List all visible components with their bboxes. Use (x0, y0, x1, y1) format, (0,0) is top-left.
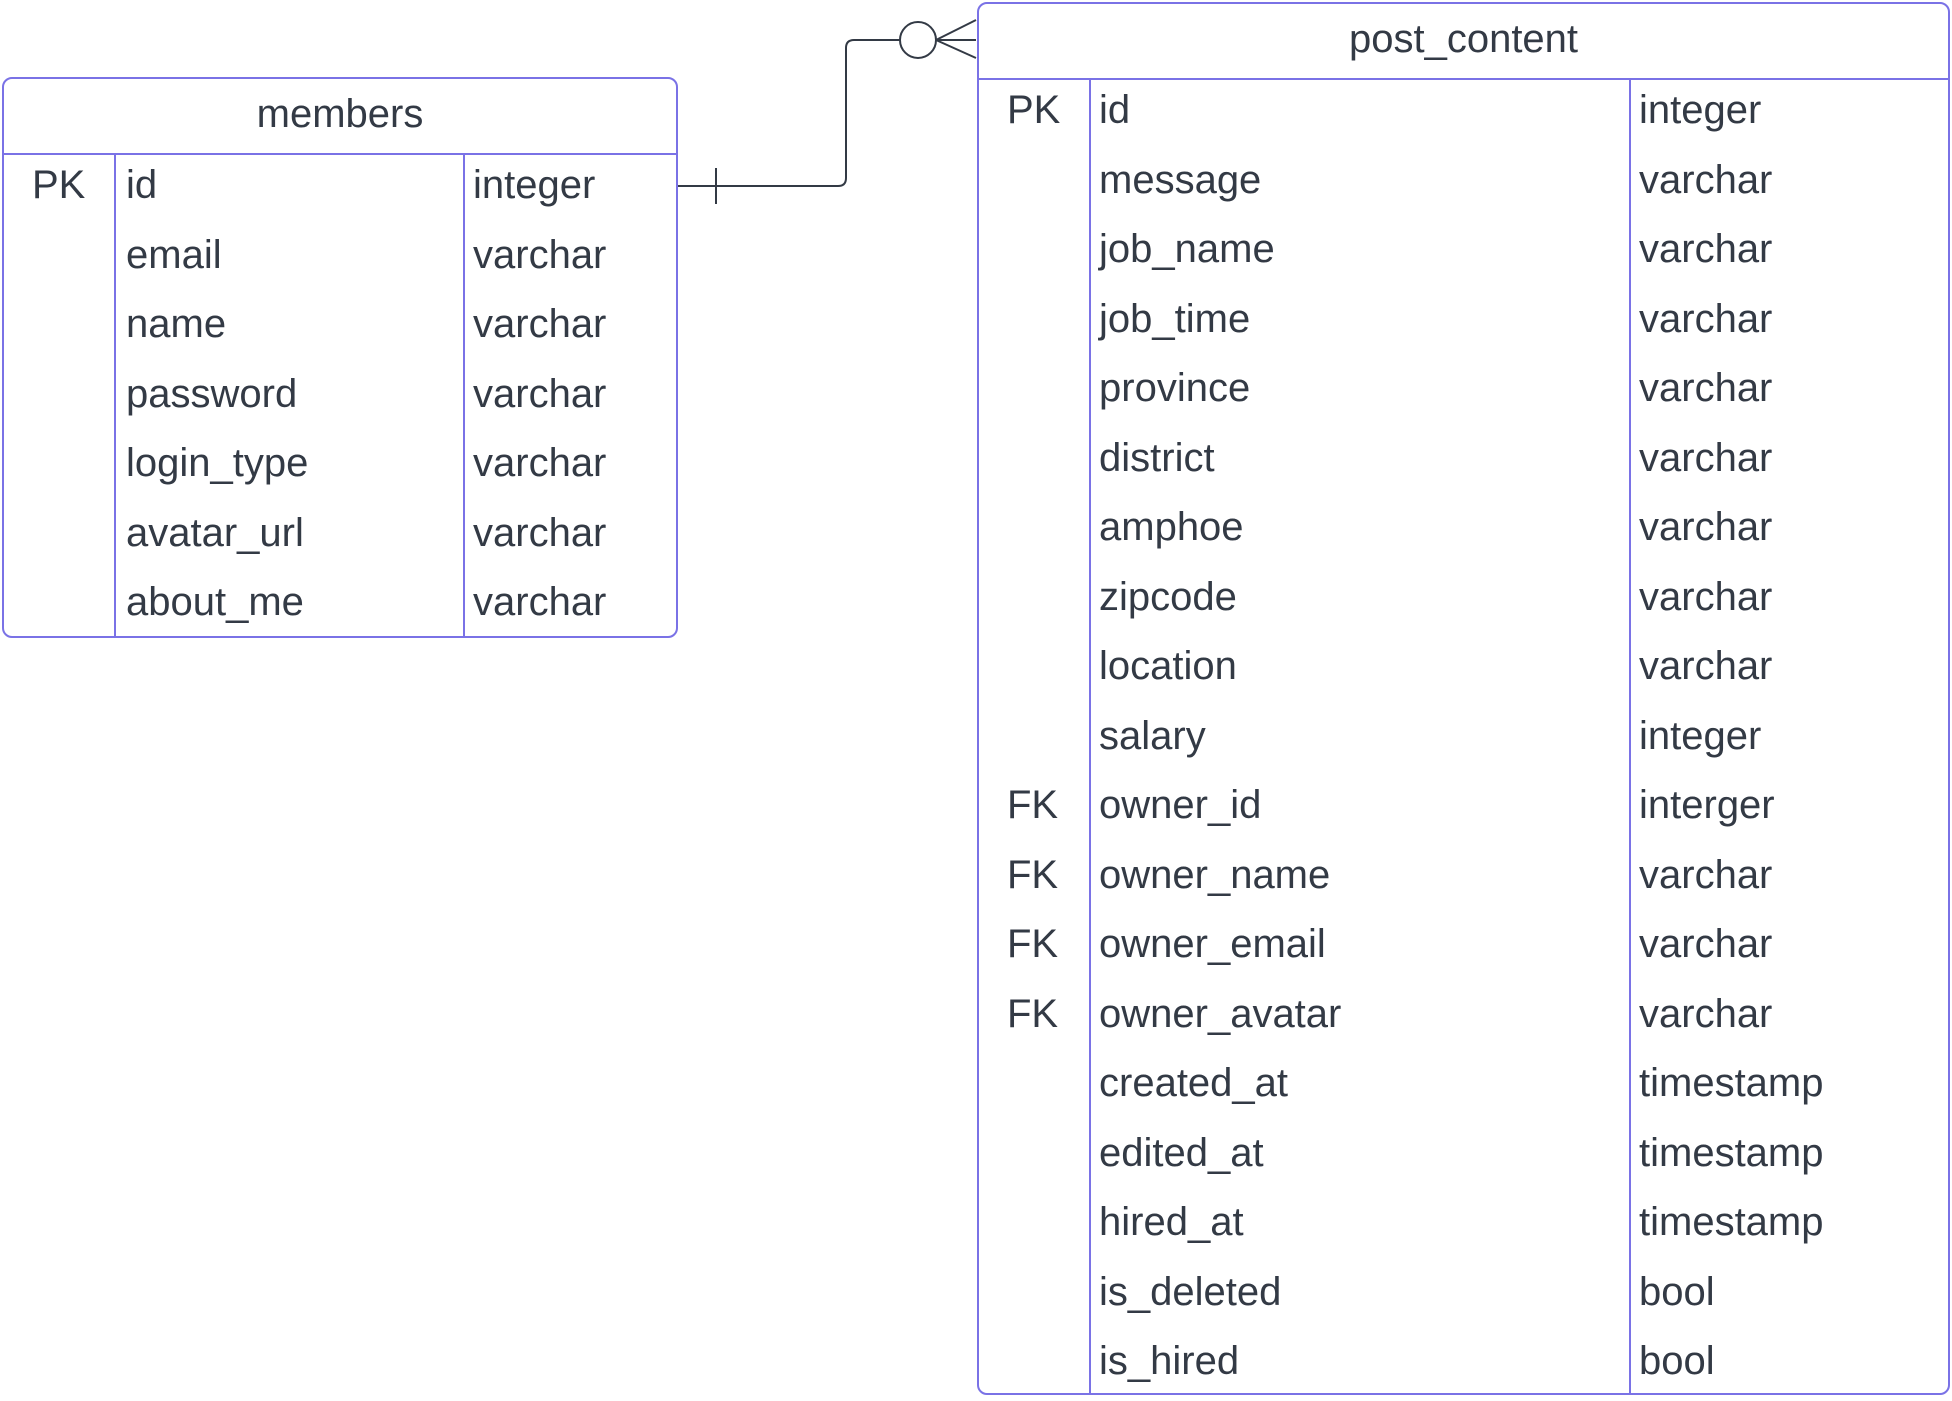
row-key: PK (32, 163, 86, 207)
table-row: email varchar (4, 225, 676, 295)
row-field-type: varchar (473, 371, 607, 416)
row-field-name: id (1099, 88, 1131, 132)
table-row: amphoe varchar (979, 497, 1948, 567)
row-field-name: login_type (126, 441, 309, 485)
row-key: FK (1007, 922, 1059, 966)
members-type-column-divider (463, 153, 465, 636)
row-field-type: bool (1639, 1339, 1715, 1383)
row-field-name: created_at (1099, 1061, 1289, 1105)
row-field-name: name (126, 302, 227, 346)
table-row: location varchar (979, 636, 1948, 706)
row-field-name: job_time (1099, 296, 1251, 341)
row-field-name: district (1099, 435, 1215, 480)
row-field-type: varchar (473, 232, 607, 277)
table-row: created_at timestamp (979, 1053, 1948, 1123)
row-field-name: about_me (126, 580, 304, 624)
row-field-type: varchar (473, 441, 607, 485)
row-field-type: integer (473, 163, 596, 207)
table-row: zipcode varchar (979, 567, 1948, 637)
row-field-name: salary (1099, 713, 1206, 758)
row-field-type: varchar (1639, 435, 1773, 480)
row-field-type: varchar (1639, 644, 1773, 688)
members-table[interactable]: members PK id integer email varchar name… (2, 77, 678, 638)
table-row: login_type varchar (4, 433, 676, 503)
table-row: password varchar (4, 364, 676, 434)
row-field-name: zipcode (1099, 574, 1237, 619)
row-field-type: interger (1639, 783, 1775, 827)
table-row: is_hired bool (979, 1331, 1948, 1401)
row-field-type: varchar (1639, 991, 1773, 1036)
many-crowfoot-icon (935, 19, 977, 59)
row-field-name: location (1099, 644, 1237, 688)
table-row: avatar_url varchar (4, 503, 676, 573)
row-field-name: owner_id (1099, 783, 1262, 827)
row-field-type: varchar (1639, 157, 1773, 202)
row-field-name: is_hired (1099, 1339, 1240, 1383)
table-row: hired_at timestamp (979, 1192, 1948, 1262)
post-content-table-title: post_content (979, 4, 1948, 80)
row-field-type: varchar (1639, 574, 1773, 619)
row-field-name: id (126, 163, 158, 207)
row-field-type: bool (1639, 1269, 1715, 1314)
row-field-name: owner_name (1099, 852, 1331, 897)
row-field-type: integer (1639, 713, 1762, 758)
table-row: edited_at timestamp (979, 1123, 1948, 1193)
table-row: PK id integer (4, 155, 676, 225)
row-field-type: varchar (1639, 366, 1773, 410)
members-table-title: members (4, 79, 676, 155)
table-row: name varchar (4, 294, 676, 364)
table-row: message varchar (979, 150, 1948, 220)
row-field-name: is_deleted (1099, 1269, 1282, 1314)
row-field-type: timestamp (1639, 1130, 1824, 1175)
table-row: PK id integer (979, 80, 1948, 150)
table-row: district varchar (979, 428, 1948, 498)
row-key: FK (1007, 991, 1059, 1036)
table-row: salary integer (979, 706, 1948, 776)
row-field-type: varchar (1639, 852, 1773, 897)
post-content-rows: PK id integer message varchar job_name v… (979, 80, 1948, 1401)
row-field-type: varchar (1639, 505, 1773, 549)
row-field-name: password (126, 371, 298, 416)
post-content-table[interactable]: post_content PK id integer message varch… (977, 2, 1950, 1395)
row-key: FK (1007, 852, 1059, 897)
row-field-type: varchar (473, 302, 607, 346)
row-field-name: message (1099, 157, 1262, 202)
row-field-type: timestamp (1639, 1061, 1824, 1105)
row-field-name: email (126, 232, 222, 277)
row-field-type: varchar (473, 580, 607, 624)
table-row: FK owner_id interger (979, 775, 1948, 845)
zero-cardinality-circle-icon (899, 21, 937, 59)
members-rows: PK id integer email varchar name varchar… (4, 155, 676, 642)
row-field-name: job_name (1099, 227, 1275, 271)
row-field-type: varchar (1639, 922, 1773, 966)
relationship-line (678, 39, 900, 187)
row-field-type: varchar (1639, 227, 1773, 271)
table-row: is_deleted bool (979, 1262, 1948, 1332)
table-row: job_name varchar (979, 219, 1948, 289)
row-field-name: edited_at (1099, 1130, 1264, 1175)
row-field-type: timestamp (1639, 1200, 1824, 1244)
table-row: FK owner_email varchar (979, 914, 1948, 984)
members-key-column-divider (114, 153, 116, 636)
table-row: job_time varchar (979, 289, 1948, 359)
row-field-type: varchar (1639, 296, 1773, 341)
row-field-name: owner_email (1099, 922, 1326, 966)
row-field-name: owner_avatar (1099, 991, 1342, 1036)
row-key: PK (1007, 88, 1061, 132)
row-field-name: avatar_url (126, 510, 304, 555)
table-row: FK owner_avatar varchar (979, 984, 1948, 1054)
post-content-type-column-divider (1629, 78, 1631, 1393)
row-key: FK (1007, 783, 1059, 827)
row-field-type: varchar (473, 510, 607, 555)
table-row: FK owner_name varchar (979, 845, 1948, 915)
table-row: about_me varchar (4, 572, 676, 642)
row-field-name: province (1099, 366, 1251, 410)
row-field-name: hired_at (1099, 1200, 1244, 1244)
row-field-type: integer (1639, 88, 1762, 132)
row-field-name: amphoe (1099, 505, 1244, 549)
table-row: province varchar (979, 358, 1948, 428)
post-content-key-column-divider (1089, 78, 1091, 1393)
